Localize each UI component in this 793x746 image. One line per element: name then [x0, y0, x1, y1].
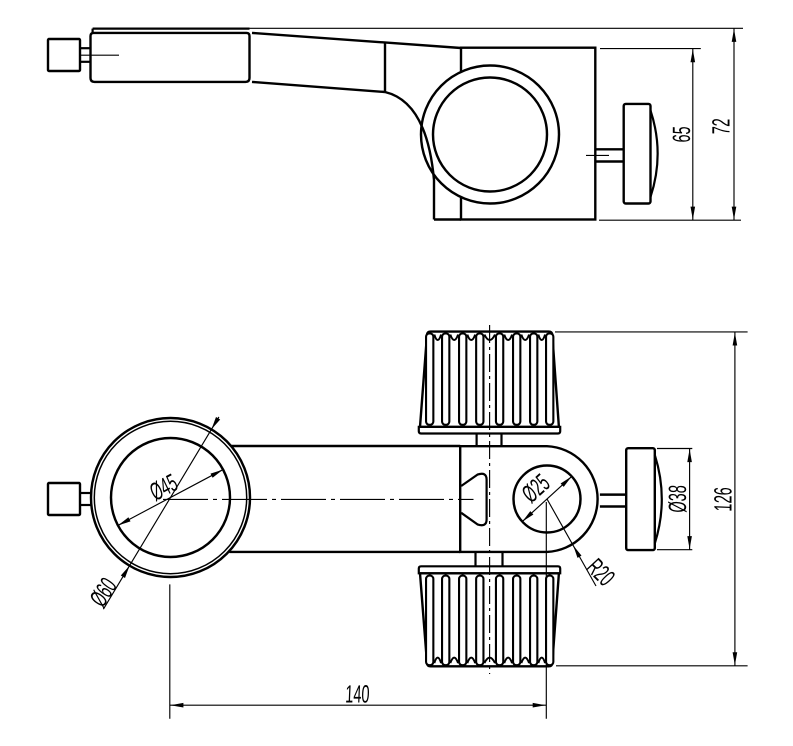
svg-text:126: 126	[710, 487, 738, 512]
svg-text:140: 140	[345, 680, 370, 708]
svg-text:Ø38: Ø38	[664, 485, 692, 514]
svg-text:72: 72	[707, 118, 735, 135]
svg-text:65: 65	[668, 126, 696, 143]
